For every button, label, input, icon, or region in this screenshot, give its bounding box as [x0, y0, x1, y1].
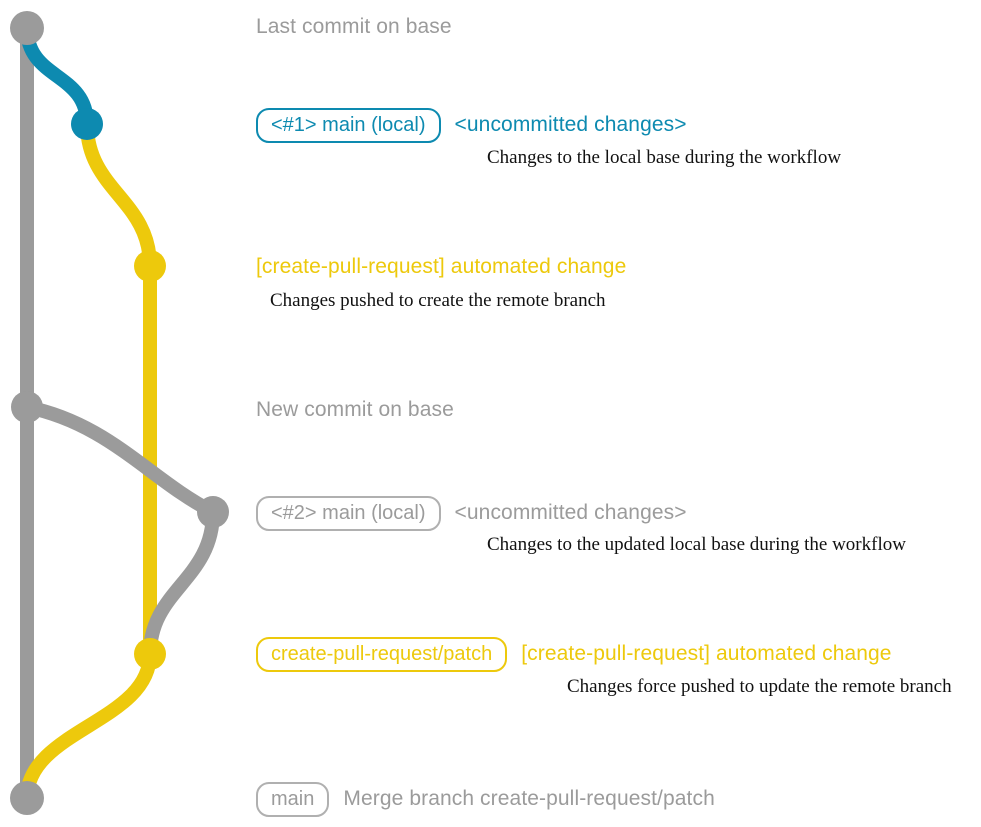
commit-description: Changes to the updated local base during…	[487, 534, 906, 555]
commit-node-local-2[interactable]	[197, 496, 229, 528]
row-new-commit-on-base: New commit on base	[256, 398, 454, 422]
ref-badge-local-1[interactable]: <#1> main (local)	[256, 108, 441, 143]
commit-subject: New commit on base	[256, 398, 454, 421]
ref-badge-label: <#2> main (local)	[256, 496, 441, 531]
row-last-commit-on-base: Last commit on base	[256, 15, 452, 39]
row-automated-change-1: [create-pull-request] automated change	[256, 255, 626, 279]
edge-newbase-to-local2	[20, 400, 220, 519]
edge-local2-to-automated2	[143, 505, 220, 661]
row-merge-commit: main Merge branch create-pull-request/pa…	[256, 782, 715, 817]
commit-description: Changes force pushed to update the remot…	[567, 676, 952, 697]
ref-badge-label: main	[256, 782, 330, 817]
commit-subject: <uncommitted changes>	[454, 113, 687, 136]
commit-description: Changes pushed to create the remote bran…	[270, 290, 606, 311]
edge-local1-to-automated1	[80, 117, 157, 273]
commit-subject: <uncommitted changes>	[454, 501, 687, 524]
ref-badge-label: create-pull-request/patch	[256, 637, 508, 672]
commit-node-merge[interactable]	[10, 781, 44, 815]
ref-badge-main[interactable]: main	[256, 782, 330, 817]
commit-node-new-base[interactable]	[11, 391, 43, 423]
edge-automated2-to-merge	[20, 647, 157, 805]
row-local-uncommitted-1: <#1> main (local) <uncommitted changes>	[256, 108, 687, 143]
commit-subject: Merge branch create-pull-request/patch	[343, 787, 715, 810]
commit-node-last-base[interactable]	[10, 11, 44, 45]
commit-subject: [create-pull-request] automated change	[256, 255, 627, 278]
row-automated-change-2: create-pull-request/patch [create-pull-r…	[256, 637, 892, 672]
ref-badge-label: <#1> main (local)	[256, 108, 441, 143]
ref-badge-local-2[interactable]: <#2> main (local)	[256, 496, 441, 531]
commit-node-automated-1[interactable]	[134, 250, 166, 282]
commit-subject: [create-pull-request] automated change	[521, 642, 892, 665]
commit-node-automated-2[interactable]	[134, 638, 166, 670]
commit-subject: Last commit on base	[256, 15, 452, 38]
commit-description: Changes to the local base during the wor…	[487, 147, 842, 168]
row-local-uncommitted-2: <#2> main (local) <uncommitted changes>	[256, 496, 687, 531]
commit-node-local-1[interactable]	[71, 108, 103, 140]
ref-badge-patch-branch[interactable]: create-pull-request/patch	[256, 637, 508, 672]
